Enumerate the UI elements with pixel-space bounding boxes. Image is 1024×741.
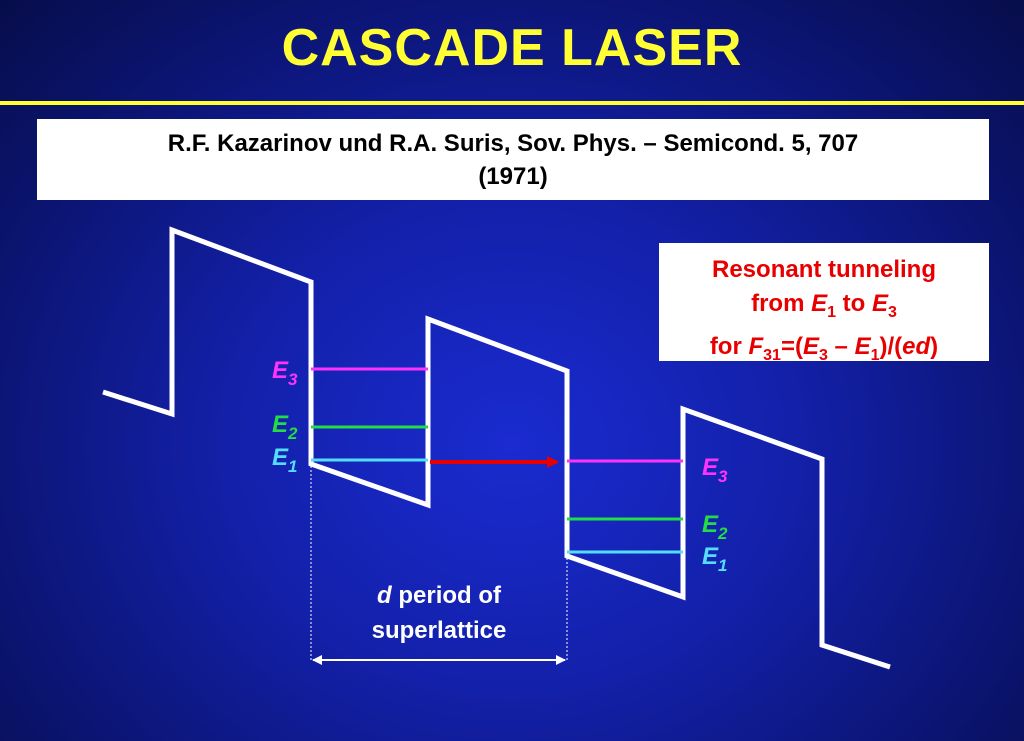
label-e1-left: E1 [272,444,297,476]
label-e2-left: E2 [272,411,298,443]
slide-title: CASCADE LASER [281,19,743,77]
label-e3-right: E3 [702,454,728,486]
note-line-3: for F31=(E3 – E1)/(ed) [709,332,939,364]
reference-line-2: (1971) [478,163,548,190]
title-underline [0,101,1024,105]
label-e3-left: E3 [272,357,298,389]
note-line-1: Resonant tunneling [712,256,936,283]
reference-box: R.F. Kazarinov und R.A. Suris, Sov. Phys… [37,119,989,200]
period-caption-line-2: superlattice [372,617,507,644]
note-line-2: from E1 to E3 [751,290,897,321]
band-edge-profile [102,226,891,670]
tunneling-note-box: Resonant tunneling from E1 to E3 for F31… [659,243,989,364]
period-caption-line-1: d period of [377,582,502,609]
reference-line-1: R.F. Kazarinov und R.A. Suris, Sov. Phys… [167,130,859,157]
label-e2-right: E2 [702,511,728,543]
label-e1-right: E1 [702,543,727,575]
